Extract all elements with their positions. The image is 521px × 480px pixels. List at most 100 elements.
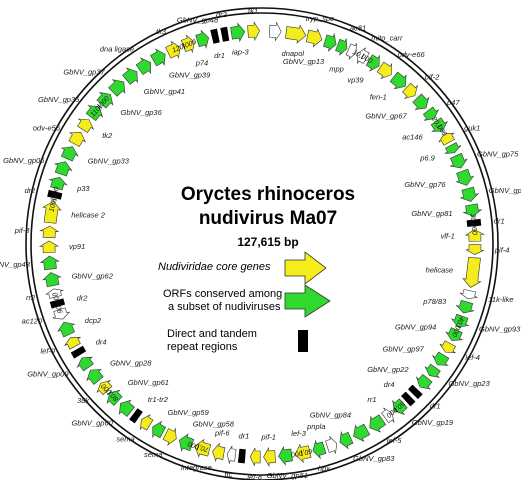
gene-arrow <box>432 351 450 366</box>
scale-tick <box>393 407 399 413</box>
gene-label: GbNV_gp33 <box>88 157 130 166</box>
gene-label: pnpla <box>306 422 325 431</box>
scale-tick-label: 60,000 <box>290 447 312 458</box>
gene-label: pif-2 <box>424 73 440 82</box>
gene-arrow <box>424 363 441 378</box>
gene-label: mito_carr <box>371 34 403 43</box>
gene-arrow <box>376 61 393 80</box>
gene-label: ac146 <box>402 133 423 142</box>
gene-arrow <box>462 203 483 217</box>
gene-label: pif-3 <box>14 226 30 235</box>
gene-arrow <box>465 244 485 255</box>
scale-tick <box>360 53 365 60</box>
gene-label: tk2 <box>102 131 113 140</box>
gene-arrow <box>38 240 60 254</box>
gene-label: dr2 <box>77 293 89 302</box>
gene-arrow <box>45 288 64 299</box>
gene-arrow <box>230 22 246 43</box>
gene-label: dr1 <box>430 401 441 410</box>
title-block: Oryctes rhinoceros nudivirus Ma07 127,61… <box>181 184 355 249</box>
gene-label: integrase <box>181 463 212 472</box>
gene-label: odv-e56 <box>33 123 61 132</box>
gene-label: GbNV_gp41 <box>144 87 185 96</box>
title-line-1: Oryctes rhinoceros <box>181 184 355 205</box>
gene-label: GbNV_gp36 <box>121 108 163 117</box>
gene-label: GbNV_gp39 <box>169 70 211 79</box>
scale-tick <box>97 103 103 109</box>
gene-arrow <box>402 82 419 99</box>
legend-conserved-label-1: ORFs conserved among <box>163 288 282 300</box>
gene-label: GbNV_gp23 <box>449 379 491 388</box>
gene-arrow <box>195 29 209 49</box>
gene-arrow <box>237 448 246 464</box>
gene-label: GbNV_gp62 <box>72 271 114 280</box>
legend-repeat-block <box>298 330 308 352</box>
gene-label: lef-9 <box>41 347 56 356</box>
gene-label: GbNV_gp78 <box>489 186 521 195</box>
gene-label: ac81 <box>350 24 366 33</box>
scale-tick <box>436 124 443 129</box>
gene-label: GbNV_gp22 <box>367 365 409 374</box>
gene-arrow <box>353 423 371 442</box>
gene-arrow <box>278 445 293 466</box>
gene-label: pif-4 <box>494 246 510 255</box>
gene-arrow <box>285 24 307 44</box>
gene-arrow <box>212 442 226 463</box>
gene-label: GbNV_gp94 <box>395 322 436 331</box>
gene-label: p74 <box>195 58 209 67</box>
genome-ring <box>25 7 499 480</box>
gene-arrow <box>459 186 480 202</box>
gene-arrow <box>41 272 62 288</box>
legend: Nudiviridae core genes ORFs conserved am… <box>158 251 331 353</box>
gene-arrow <box>444 142 462 154</box>
gene-label: guk1 <box>464 124 480 133</box>
gene-label: iap-3 <box>232 48 250 57</box>
gene-arrow <box>455 299 475 314</box>
gene-label: GbNV_gp60 <box>72 418 114 427</box>
scale-tick <box>455 325 462 329</box>
gene-label: GbNV_gp84 <box>310 411 351 420</box>
gene-label: pif-1 <box>260 432 276 441</box>
gene-arrow <box>312 439 327 460</box>
gene-label: GbNV_gp67 <box>365 112 407 121</box>
gene-arrow <box>249 447 261 466</box>
gene-label: p78/83 <box>422 297 447 306</box>
gene-arrow <box>415 373 433 390</box>
gene-arrow <box>226 445 237 464</box>
gene-label: GbNV_gp28 <box>110 359 152 368</box>
gene-arrow <box>401 391 416 407</box>
gene-label: GbNV_gp19 <box>412 418 454 427</box>
gene-arrow <box>322 32 337 53</box>
gene-label: dr4 <box>384 380 395 389</box>
scale-tick <box>196 444 200 451</box>
gene-label: fen-1 <box>370 92 387 101</box>
gene-arrow <box>439 340 457 354</box>
gene-label: p47 <box>446 98 460 107</box>
scale-tick <box>107 390 113 396</box>
scale-tick <box>50 198 57 201</box>
gene-arrow <box>42 200 62 224</box>
gene-arrow <box>430 117 448 132</box>
gene-arrow <box>210 28 220 44</box>
legend-repeat-label-2: repeat regions <box>167 341 238 353</box>
gene-label: GbNV_gp59 <box>168 408 210 417</box>
gene-label: ttc <box>224 470 232 479</box>
gene-arrow <box>57 321 76 338</box>
gene-arrow <box>339 430 354 450</box>
outer-ring <box>25 7 499 480</box>
gene-label: lef-5 <box>387 436 402 445</box>
gene-label: mpp <box>329 65 344 74</box>
gene-arrow <box>162 427 177 446</box>
gene-label: GbNV_gp76 <box>404 180 446 189</box>
gene-arrow <box>96 380 113 396</box>
gene-label: tryp_spc <box>306 14 335 23</box>
gene-label: GbNV_gp37 <box>63 68 105 77</box>
gene-label: pif-6 <box>214 428 230 437</box>
gene-label: ac120 <box>22 317 43 326</box>
gene-label: rr1 <box>367 395 376 404</box>
gene-arrow <box>48 176 68 191</box>
gene-label: GbNV_gp43 <box>0 260 31 269</box>
gene-arrow <box>445 327 464 341</box>
gene-arrow <box>135 57 152 76</box>
